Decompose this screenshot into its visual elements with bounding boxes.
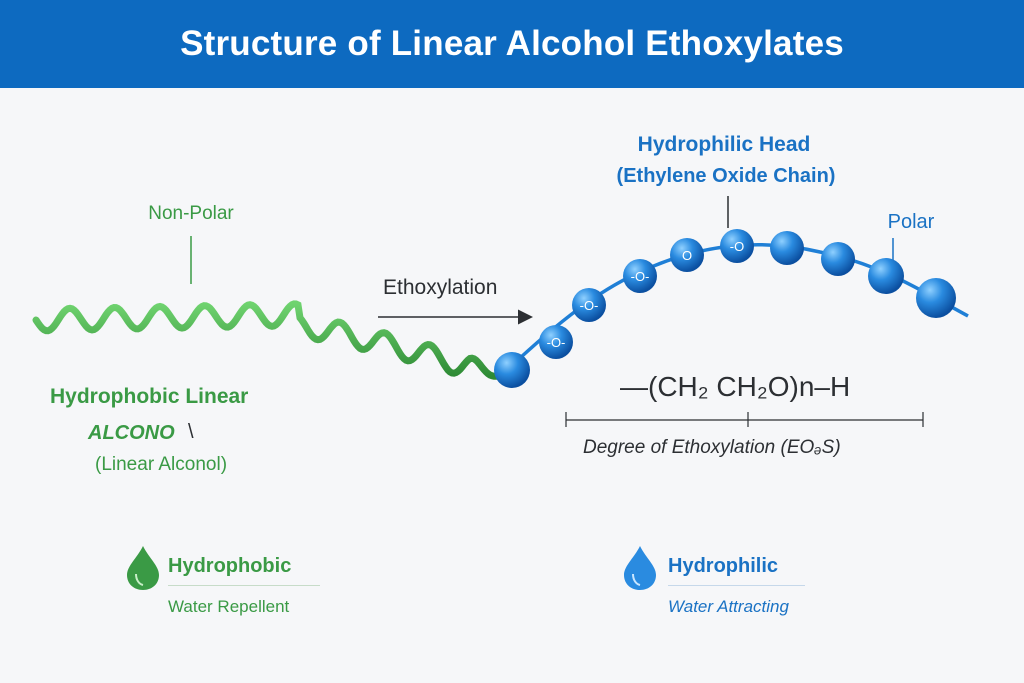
- bead-label: -O-: [631, 269, 650, 284]
- ethoxylation-label: Ethoxylation: [383, 276, 498, 299]
- hydrophobic-legend-divider: [168, 585, 320, 586]
- ethylene-oxide-bead-2: -O-: [539, 325, 573, 359]
- ethylene-oxide-bead-9: [868, 258, 904, 294]
- linear-alcohol-label: (Linear Alconol): [95, 454, 228, 475]
- degree-bracket: [565, 412, 924, 427]
- hydrophobic-linear-label: Hydrophobic Linear: [50, 385, 249, 408]
- title-banner: Structure of Linear Alcohol Ethoxylates: [0, 0, 1024, 88]
- hydrophilic-head-label: Hydrophilic Head: [637, 133, 811, 156]
- hydrophilic-legend-divider: [668, 585, 805, 586]
- ethylene-oxide-bead-6: -O: [720, 229, 754, 263]
- hydrophobic-tail: [32, 300, 504, 380]
- ethylene-oxide-bead-5: O: [670, 238, 704, 272]
- hydrophobic-legend-title: Hydrophobic: [168, 555, 292, 577]
- non-polar-label: Non-Polar: [148, 203, 234, 224]
- alcono-label: ALCONO: [88, 422, 175, 444]
- ethylene-oxide-bead-8: [821, 242, 855, 276]
- degree-of-ethoxylation-label: Degree of Ethoxylation (EOₔS): [583, 437, 841, 458]
- polar-label: Polar: [887, 211, 935, 233]
- ethylene-oxide-bead-10: [916, 278, 956, 318]
- blue-droplet-icon: [624, 546, 656, 590]
- ethylene-oxide-bead-4: -O-: [623, 259, 657, 293]
- ethylene-oxide-chain-label: (Ethylene Oxide Chain): [616, 165, 836, 187]
- bead-label: -O-: [580, 298, 599, 313]
- alcono-tick: \: [188, 421, 194, 443]
- bead-label: O: [682, 248, 692, 263]
- hydrophilic-legend-title: Hydrophilic: [668, 555, 779, 577]
- ethylene-oxide-bead-7: [770, 231, 804, 265]
- hydrophilic-legend-subtitle: Water Attracting: [668, 597, 789, 616]
- ethylene-oxide-bead-1: [494, 352, 530, 388]
- bead-label: -O-: [547, 335, 566, 350]
- green-droplet-icon: [127, 546, 159, 590]
- ethylene-oxide-bead-3: -O-: [572, 288, 606, 322]
- page-title: Structure of Linear Alcohol Ethoxylates: [180, 24, 844, 63]
- formula-label: —(CH₂ CH₂O)n–H: [620, 371, 851, 402]
- hydrophobic-legend-subtitle: Water Repellent: [168, 597, 290, 616]
- bead-label: -O: [730, 239, 744, 254]
